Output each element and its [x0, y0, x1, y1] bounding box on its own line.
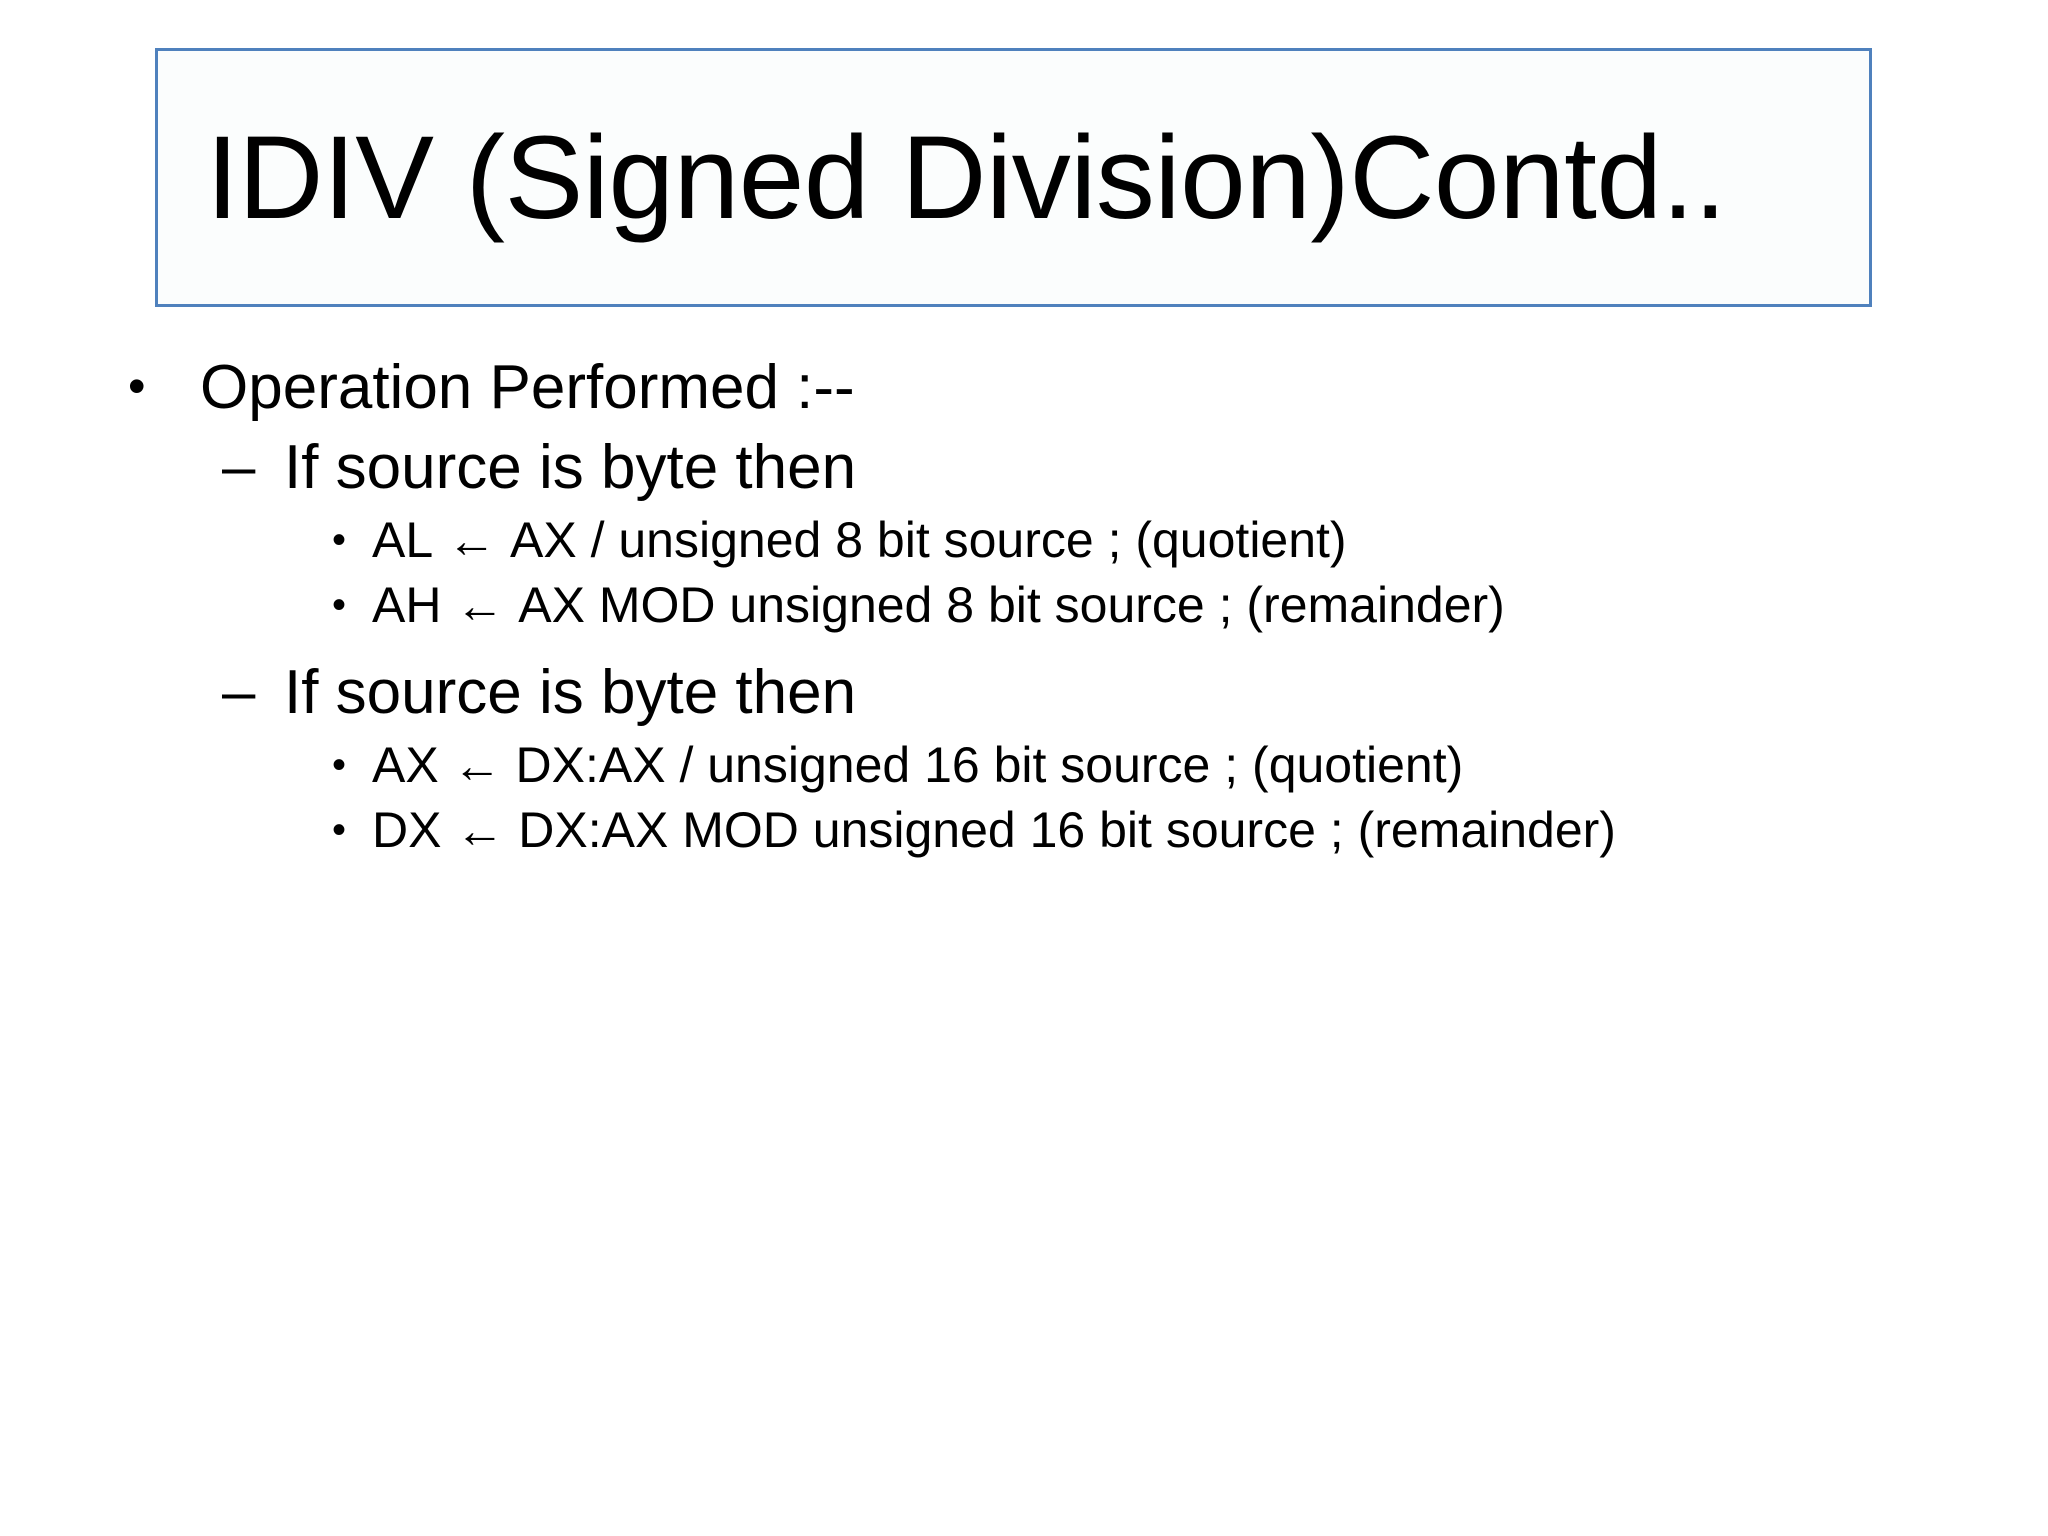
page-title: IDIV (Signed Division)Contd.. — [206, 111, 1727, 244]
spacer — [0, 639, 2048, 657]
left-arrow-icon: ← — [455, 804, 505, 859]
expression-text: AX MOD unsigned 8 bit source ; (remainde… — [518, 576, 1505, 633]
bullet-dash-icon: – — [222, 658, 256, 726]
bullet-dash-icon: – — [222, 432, 256, 500]
left-arrow-icon: ← — [447, 513, 497, 568]
list-item-level3: • DX ← DX:AX MOD unsigned 16 bit source … — [0, 800, 1902, 861]
bullet-dot-icon: • — [332, 517, 347, 562]
register-operand: AH — [372, 576, 442, 633]
bullet-dot-icon: • — [128, 358, 146, 414]
list-item-level2-section1: – If source is byte then — [0, 432, 2048, 504]
list-item-level2-section2: – If source is byte then — [0, 657, 2048, 729]
list-item-level3: • AL ← AX / unsigned 8 bit source ; (quo… — [0, 510, 1902, 571]
list-item-label: DX ← DX:AX MOD unsigned 16 bit source ; … — [372, 800, 1616, 861]
list-item-label: AH ← AX MOD unsigned 8 bit source ; (rem… — [372, 575, 1505, 636]
register-operand: DX — [372, 802, 442, 859]
list-item-label: AL ← AX / unsigned 8 bit source ; (quoti… — [372, 510, 1347, 571]
slide-title-box[interactable]: IDIV (Signed Division)Contd.. — [155, 48, 1872, 307]
bullet-dot-icon: • — [332, 808, 347, 853]
expression-text: DX:AX / unsigned 16 bit source ; (quotie… — [515, 737, 1464, 794]
register-operand: AX — [372, 737, 439, 794]
list-item-label: If source is byte then — [284, 432, 857, 502]
list-item-level3: • AX ← DX:AX / unsigned 16 bit source ; … — [0, 735, 1902, 796]
list-item-level3: • AH ← AX MOD unsigned 8 bit source ; (r… — [0, 575, 1902, 636]
bullet-dot-icon: • — [332, 743, 347, 788]
list-item-label: If source is byte then — [284, 658, 857, 728]
left-arrow-icon: ← — [455, 578, 505, 633]
register-operand: AL — [372, 511, 434, 568]
list-item-label: Operation Performed :-- — [200, 353, 855, 422]
left-arrow-icon: ← — [452, 739, 502, 794]
slide-body[interactable]: • Operation Performed :-- – If source is… — [0, 352, 2048, 865]
bullet-dot-icon: • — [332, 582, 347, 627]
list-item-level1: • Operation Performed :-- — [0, 352, 2048, 424]
expression-text: DX:AX MOD unsigned 16 bit source ; (rema… — [518, 802, 1616, 859]
expression-text: AX / unsigned 8 bit source ; (quotient) — [509, 511, 1347, 568]
list-item-label: AX ← DX:AX / unsigned 16 bit source ; (q… — [372, 735, 1463, 796]
